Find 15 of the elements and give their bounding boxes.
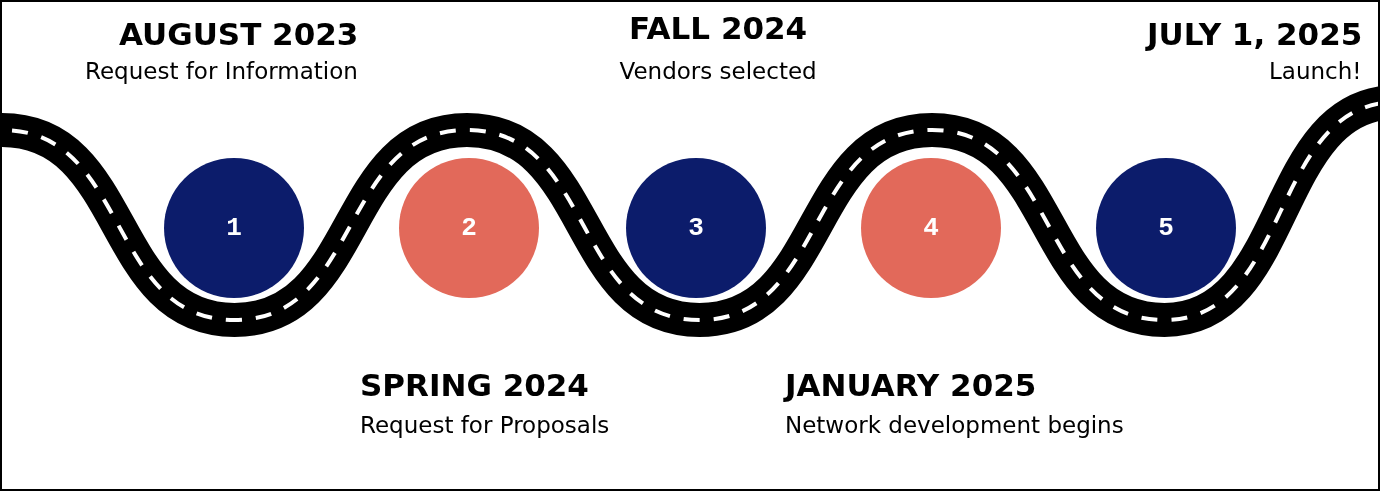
step-marker: 3 xyxy=(626,158,766,298)
date-heading: JULY 1, 2025 xyxy=(1147,16,1363,52)
step-marker: 5 xyxy=(1096,158,1236,298)
date-heading: AUGUST 2023 xyxy=(119,16,359,52)
milestone-description: Request for Information xyxy=(85,58,358,84)
milestone-description: Vendors selected xyxy=(619,58,817,84)
date-heading: SPRING 2024 xyxy=(360,367,589,403)
date-heading: JANUARY 2025 xyxy=(785,367,1037,403)
step-marker: 2 xyxy=(399,158,539,298)
date-heading: FALL 2024 xyxy=(629,10,808,46)
milestone-description: Request for Proposals xyxy=(360,412,610,438)
step-marker: 4 xyxy=(861,158,1001,298)
step-marker: 1 xyxy=(164,158,304,298)
milestone-description: Network development begins xyxy=(785,412,1124,438)
milestone-description: Launch! xyxy=(1269,58,1362,84)
